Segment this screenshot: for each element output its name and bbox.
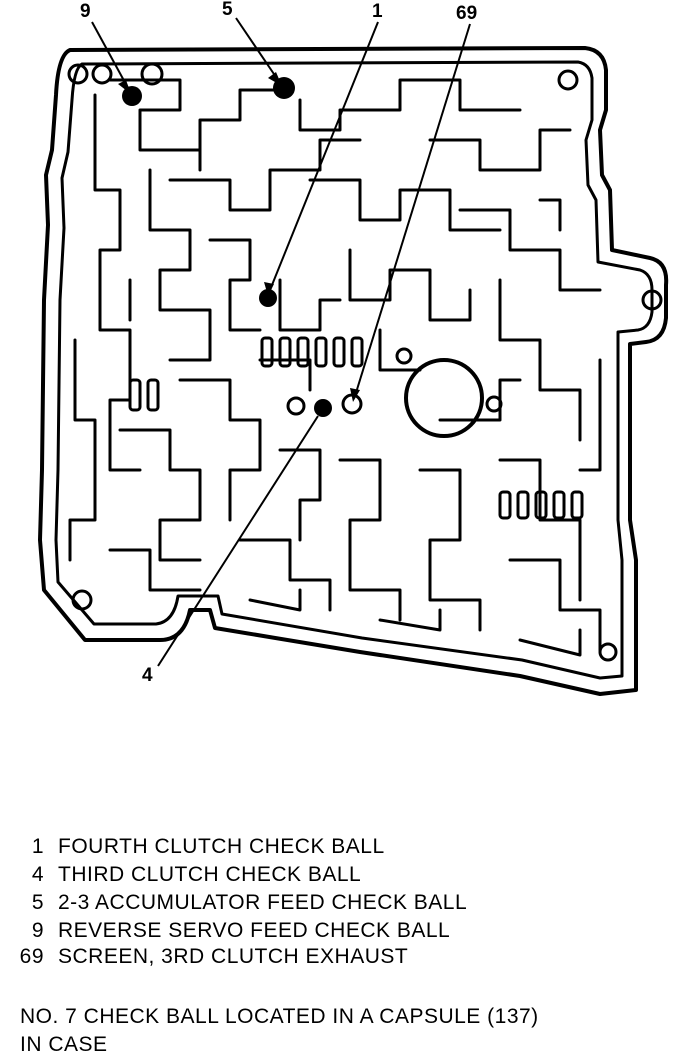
legend-label: FOURTH CLUTCH CHECK BALL <box>58 835 385 858</box>
fluid-passages <box>68 78 602 657</box>
callout-4: 4 <box>142 665 153 686</box>
arrowhead-1 <box>264 282 274 296</box>
note-line-1: NO. 7 CHECK BALL LOCATED IN A CAPSULE (1… <box>20 1005 539 1028</box>
leader-5 <box>235 17 279 81</box>
arrowhead-5 <box>268 72 282 86</box>
legend-item: 4 THIRD CLUTCH CHECK BALL <box>0 862 688 888</box>
leader-arrowheads <box>118 72 360 402</box>
check-ball-9 <box>122 86 142 106</box>
note-line-2: IN CASE <box>20 1033 108 1056</box>
callout-5: 5 <box>222 0 233 20</box>
check-ball-1 <box>259 289 277 307</box>
valve-body-inner-outline <box>54 60 654 680</box>
leader-lines <box>91 17 471 667</box>
valve-body-diagram <box>38 17 669 696</box>
slot-bank <box>128 336 584 520</box>
callout-9: 9 <box>80 1 91 22</box>
leader-9 <box>91 21 129 89</box>
legend-number: 9 <box>31 919 44 942</box>
bolt-holes <box>67 62 663 662</box>
check-ball-4 <box>314 399 332 417</box>
callout-1: 1 <box>372 1 383 22</box>
legend-label: 2-3 ACCUMULATOR FEED CHECK BALL <box>58 891 468 914</box>
arrowhead-9 <box>118 80 131 94</box>
legend-number: 4 <box>31 863 44 886</box>
large-bore <box>404 358 484 438</box>
legend-label: SCREEN, 3RD CLUTCH EXHAUST <box>58 945 409 968</box>
leader-1 <box>269 21 379 291</box>
legend-item: 1 FOURTH CLUTCH CHECK BALL <box>0 834 688 860</box>
arrowhead-69 <box>350 388 360 402</box>
legend-item: 69 SCREEN, 3RD CLUTCH EXHAUST <box>0 944 688 970</box>
legend-label: THIRD CLUTCH CHECK BALL <box>58 863 362 886</box>
legend-label: REVERSE SERVO FEED CHECK BALL <box>58 919 451 942</box>
note: NO. 7 CHECK BALL LOCATED IN A CAPSULE (1… <box>20 1003 660 1059</box>
leader-4 <box>157 415 319 667</box>
legend-item: 5 2-3 ACCUMULATOR FEED CHECK BALL <box>0 890 688 916</box>
legend-item: 9 REVERSE SERVO FEED CHECK BALL <box>0 918 688 944</box>
valve-body-outline <box>38 46 669 696</box>
callout-69: 69 <box>456 3 478 24</box>
leader-69 <box>354 23 471 397</box>
screen-69 <box>341 393 363 415</box>
legend-number: 1 <box>31 835 44 858</box>
legend-number: 69 <box>19 945 44 968</box>
legend-number: 5 <box>31 891 44 914</box>
